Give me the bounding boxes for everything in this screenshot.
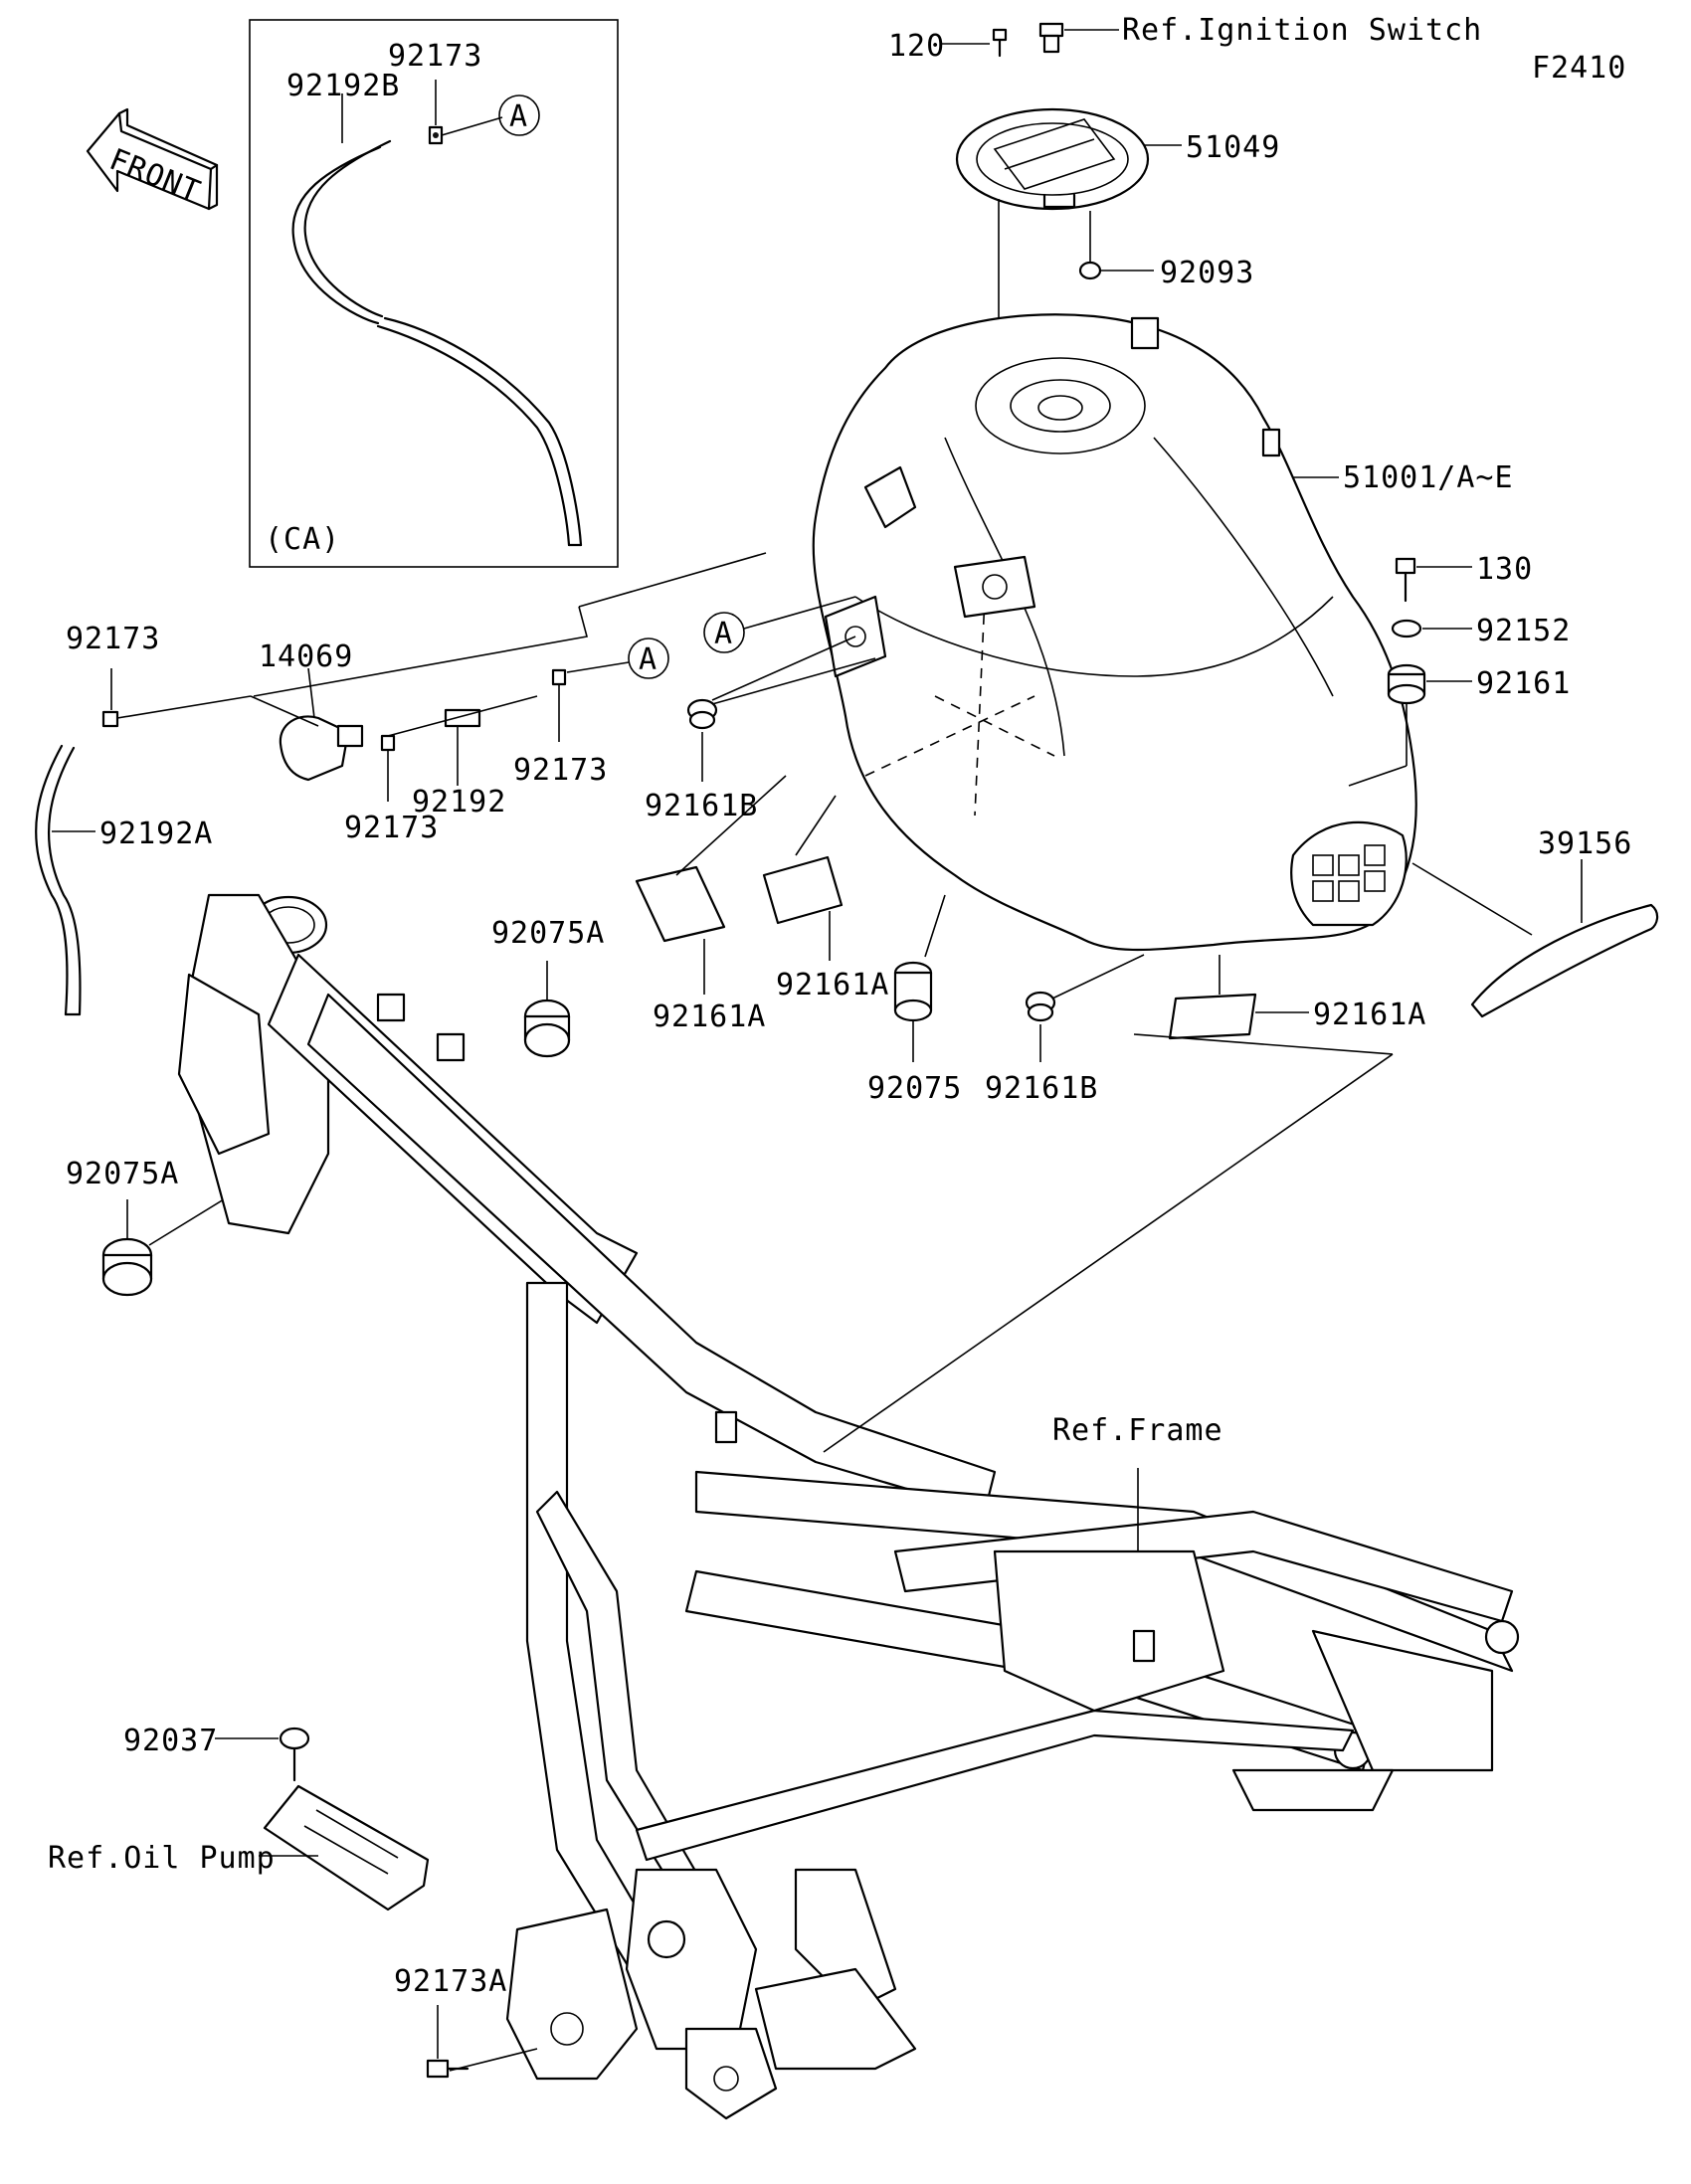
ignition-switch-bolt-icon (1038, 22, 1064, 54)
inset-caption: (CA) (265, 522, 340, 557)
label-92192: 92192 (412, 785, 506, 819)
label-92173-lower: 92173 (344, 811, 439, 845)
figure-code: F2410 (1532, 51, 1626, 86)
label-92161a-left: 92161A (653, 1000, 766, 1034)
label-92173a: 92173A (394, 1964, 507, 1999)
label-92161: 92161 (1476, 666, 1571, 701)
label-92161a-right: 92161A (1313, 998, 1426, 1032)
label-130: 130 (1476, 552, 1533, 587)
nut-92093-icon (1078, 261, 1102, 280)
grommet-92161b-right-icon (1025, 991, 1056, 1022)
label-92075a-left: 92075A (66, 1157, 179, 1191)
label-92075: 92075 (867, 1071, 962, 1106)
ref-marker-a-inset (498, 94, 540, 136)
inset-box: (CA) 92173 92192B A (249, 19, 619, 568)
grommet-92161b-left-icon (686, 698, 718, 730)
clip-92173-right-icon (551, 668, 567, 686)
label-92161b-right: 92161B (985, 1071, 1098, 1106)
label-92192b: 92192B (286, 69, 400, 103)
damper-92075a-top-icon (523, 999, 571, 1058)
damper-92161-icon (1387, 663, 1426, 705)
valve-14069-icon (279, 715, 364, 782)
label-51049: 51049 (1186, 130, 1280, 165)
ref-marker-a-hose (628, 637, 669, 679)
label-92037: 92037 (123, 1724, 218, 1758)
ref-marker-a-tank (703, 612, 745, 653)
clip-92173-lower-icon (380, 734, 396, 752)
svg-text:A: A (714, 617, 733, 651)
label-92173-topleft: 92173 (66, 622, 160, 656)
label-92192a: 92192A (99, 817, 213, 851)
pad-92161a-right-icon (1168, 993, 1257, 1040)
motorcycle-frame (177, 893, 1520, 2120)
washer-92152-icon (1391, 619, 1422, 638)
label-92161b-left: 92161B (645, 789, 758, 823)
fuel-tank-51001 (812, 313, 1417, 952)
nut-92173a-icon (426, 2059, 470, 2079)
screw-120-icon (992, 28, 1008, 58)
damper-92075a-left-icon (101, 1237, 153, 1297)
clip-92173-inset-icon (428, 125, 444, 145)
label-92173-right: 92173 (513, 753, 608, 788)
protector-39156-icon (1470, 903, 1659, 1018)
svg-text:A: A (509, 99, 528, 134)
label-ref-oil-pump: Ref.Oil Pump (48, 1841, 276, 1876)
pad-92161a-left-icon (635, 865, 726, 943)
hose-92192b-icon (291, 145, 382, 325)
bolt-130-icon (1395, 557, 1416, 603)
oil-pump-bracket-icon (263, 1784, 430, 1911)
svg-text:A: A (639, 642, 658, 677)
label-92161a-mid: 92161A (776, 968, 889, 1002)
label-92093: 92093 (1160, 256, 1254, 290)
label-39156: 39156 (1538, 826, 1632, 861)
label-ref-ignition: Ref.Ignition Switch (1122, 13, 1482, 48)
label-ref-frame: Ref.Frame (1052, 1413, 1223, 1448)
clamp-92037-icon (279, 1727, 310, 1782)
label-92152: 92152 (1476, 614, 1571, 648)
damper-92075-icon (893, 961, 933, 1022)
label-14069: 14069 (259, 639, 353, 674)
label-51001: 51001/A~E (1343, 460, 1514, 495)
pad-92161a-mid-icon (762, 855, 844, 925)
label-92075a-top: 92075A (491, 916, 605, 951)
label-92173-inset: 92173 (388, 39, 482, 74)
hose-92192a-icon (35, 744, 82, 1016)
clip-92173-topleft-icon (101, 710, 119, 728)
front-arrow-icon: FRONT (86, 107, 219, 210)
label-120: 120 (888, 29, 945, 64)
fuel-cap-51049 (955, 107, 1150, 211)
